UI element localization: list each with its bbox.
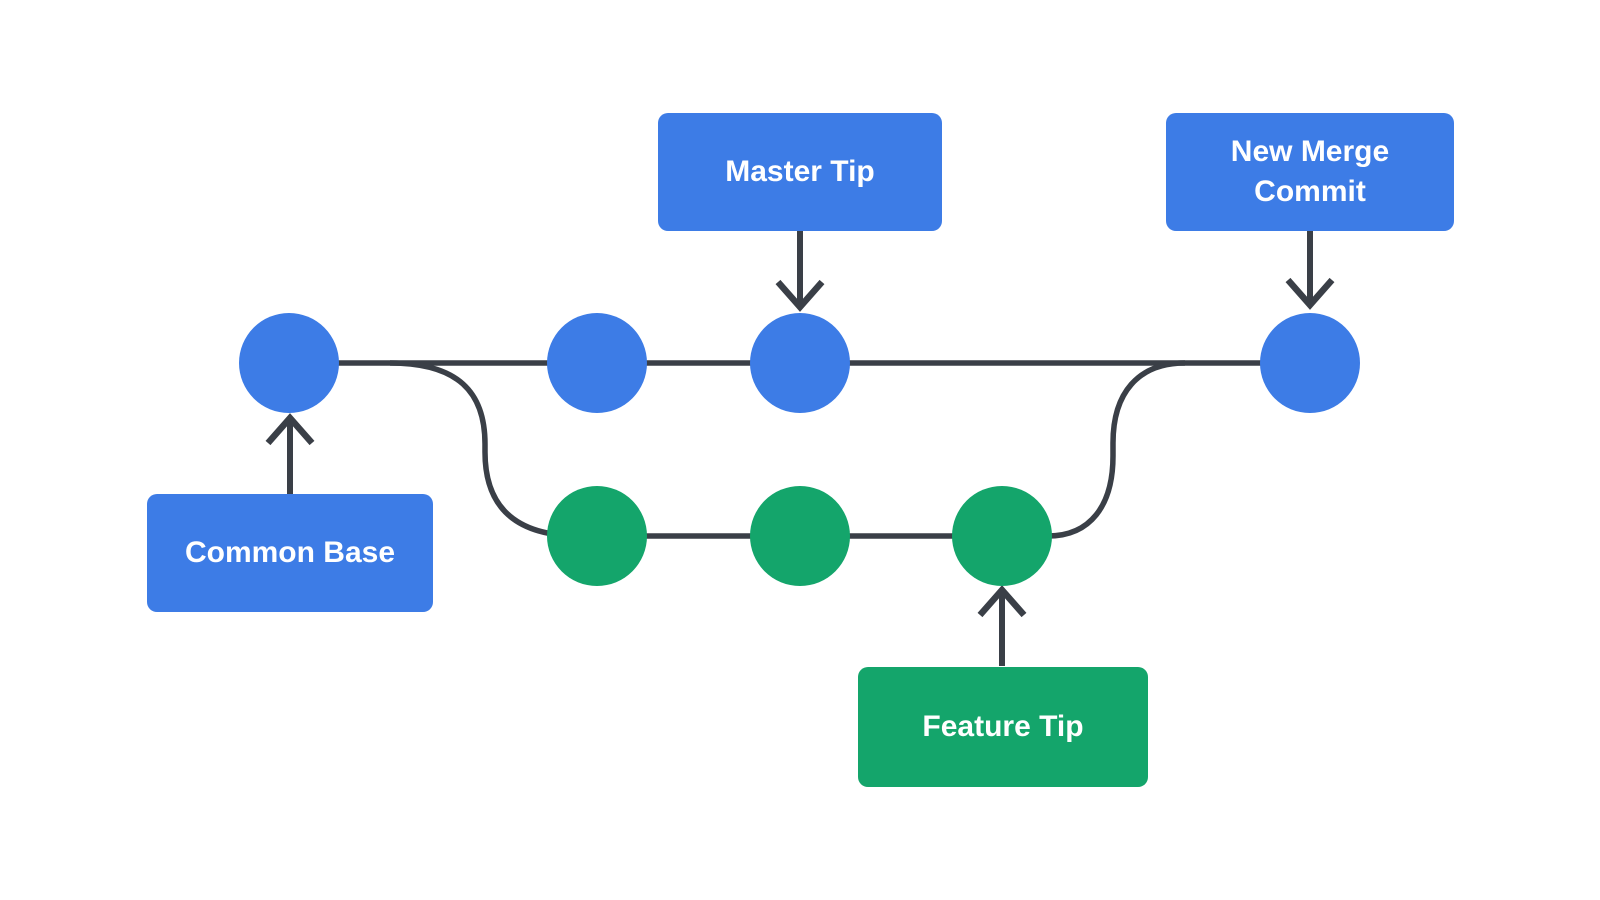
feature-tip-arrowhead-icon	[977, 585, 1027, 618]
label-new-merge-commit-text: New Merge Commit	[1230, 135, 1390, 208]
merge-in-curve	[1002, 360, 1186, 539]
commit-node-feature-1	[547, 486, 647, 586]
label-common-base: Common Base	[147, 494, 433, 612]
commit-node-feature-2	[750, 486, 850, 586]
new-merge-commit-arrowhead-icon	[1285, 277, 1335, 310]
new-merge-commit-arrow	[1285, 230, 1335, 310]
commit-node-new-merge-commit	[1260, 313, 1360, 413]
branch-off-curve	[389, 360, 597, 539]
master-tip-arrow	[775, 231, 825, 312]
common-base-arrowhead-icon	[265, 413, 315, 446]
label-master-tip-text: Master Tip	[725, 155, 875, 189]
label-common-base-text: Common Base	[184, 536, 396, 570]
master-tip-arrowhead-icon	[775, 279, 825, 312]
commit-node-master-tip	[750, 313, 850, 413]
commit-node-master-2	[547, 313, 647, 413]
label-feature-tip-text: Feature Tip	[922, 710, 1084, 744]
commit-node-common-base	[239, 313, 339, 413]
feature-tip-arrow	[977, 585, 1027, 666]
common-base-arrow	[265, 413, 315, 494]
label-master-tip: Master Tip	[658, 113, 942, 231]
label-feature-tip: Feature Tip	[858, 667, 1148, 787]
commit-node-feature-tip	[952, 486, 1052, 586]
label-new-merge-commit: New Merge Commit	[1166, 113, 1454, 231]
